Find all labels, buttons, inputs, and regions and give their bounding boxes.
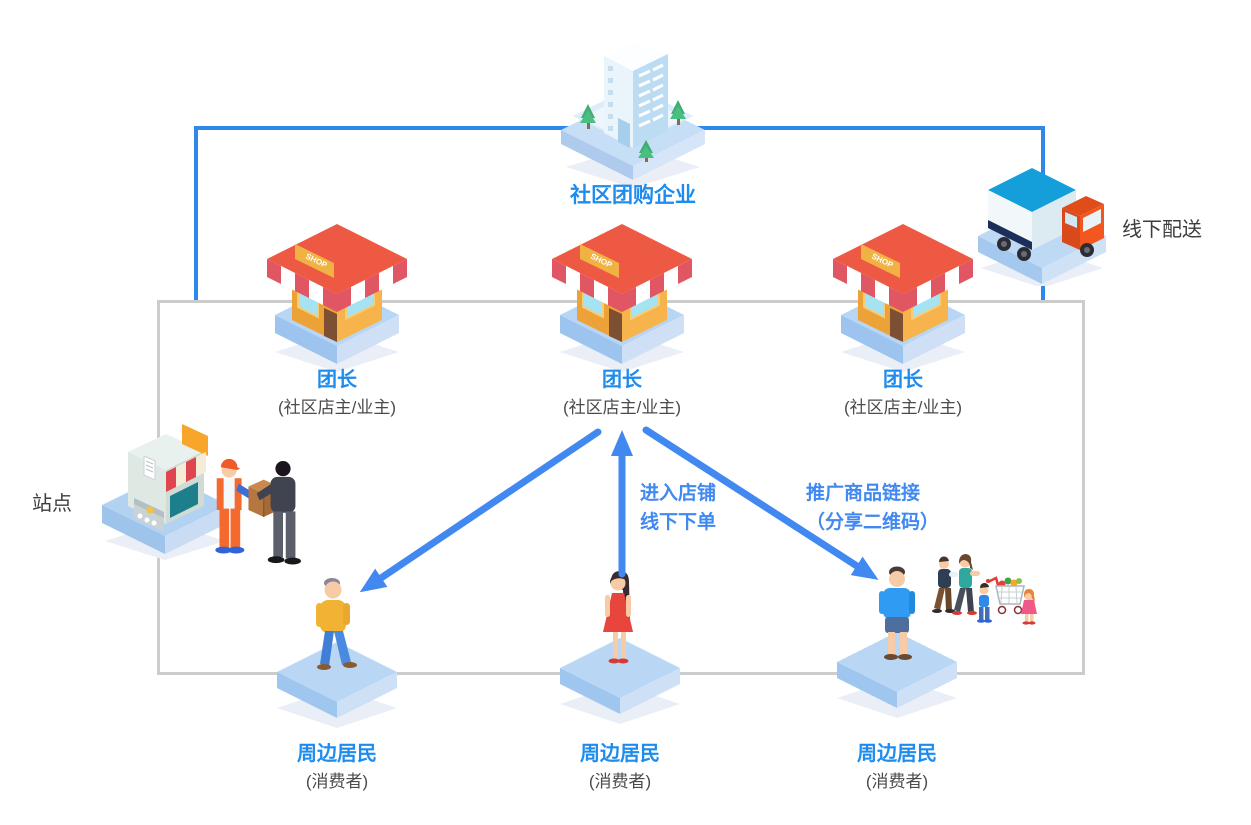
office-building-icon: [561, 42, 705, 188]
girl-figure: [1021, 589, 1037, 625]
enter-shop-label: 进入店铺 线下下单: [640, 479, 716, 537]
station-label: 站点: [32, 493, 72, 515]
mother-figure: [952, 554, 980, 615]
shop-icon: SHOP: [552, 224, 692, 372]
leader-title: 团长: [602, 369, 642, 391]
promote-line2: （分享二维码）: [806, 512, 940, 533]
resident-title: 周边居民: [297, 743, 377, 765]
person-figure: [879, 566, 915, 660]
shop-icon: SHOP: [267, 224, 407, 372]
tree-icon: [638, 140, 654, 162]
family-shopping-cart-icon: [932, 554, 1037, 625]
promote-line1: 推广商品链接: [806, 483, 921, 504]
shop-icon: SHOP: [833, 224, 973, 372]
delivery-label: 线下配送: [1122, 219, 1202, 241]
standing-man-blue-icon: [837, 566, 957, 718]
leader-title: 团长: [317, 369, 357, 391]
leader-title: 团长: [883, 369, 923, 391]
resident-title: 周边居民: [580, 743, 660, 765]
receiver-figure: [256, 460, 301, 565]
awning-stripes: [833, 259, 973, 312]
resident-subtitle: (消费者): [588, 772, 652, 791]
resident-title: 周边居民: [857, 743, 937, 765]
awning-stripes: [166, 452, 206, 492]
standing-woman-red-icon: [560, 571, 680, 724]
tree-icon: [580, 104, 596, 129]
person-figure: [316, 578, 357, 670]
resident-subtitle: (消费者): [865, 772, 929, 791]
resident-subtitle: (消费者): [305, 772, 369, 791]
leader-subtitle: (社区店主/业主): [562, 398, 682, 417]
walking-man-yellow-icon: [277, 578, 397, 728]
delivery-truck-icon: [978, 168, 1106, 286]
tree-icon: [670, 100, 686, 125]
enterprise-label: 社区团购企业: [570, 184, 696, 207]
person-figure: [603, 571, 633, 664]
connector-left-vertical: [194, 126, 198, 303]
package-handoff-icon: [215, 458, 301, 565]
father-figure: [932, 556, 958, 613]
courier-figure: [215, 458, 257, 554]
kiosk-icon: [102, 424, 228, 560]
boy-figure: [977, 582, 992, 623]
shopping-cart-icon: [986, 576, 1025, 615]
promote-label: 推广商品链接 （分享二维码）: [806, 479, 939, 537]
enter-shop-line1: 进入店铺: [640, 483, 717, 504]
awning-stripes: [552, 259, 692, 312]
enter-shop-line2: 线下下单: [640, 512, 717, 533]
leader-subtitle: (社区店主/业主): [277, 398, 397, 417]
awning-stripes: [267, 259, 407, 312]
leader-subtitle: (社区店主/业主): [843, 398, 963, 417]
